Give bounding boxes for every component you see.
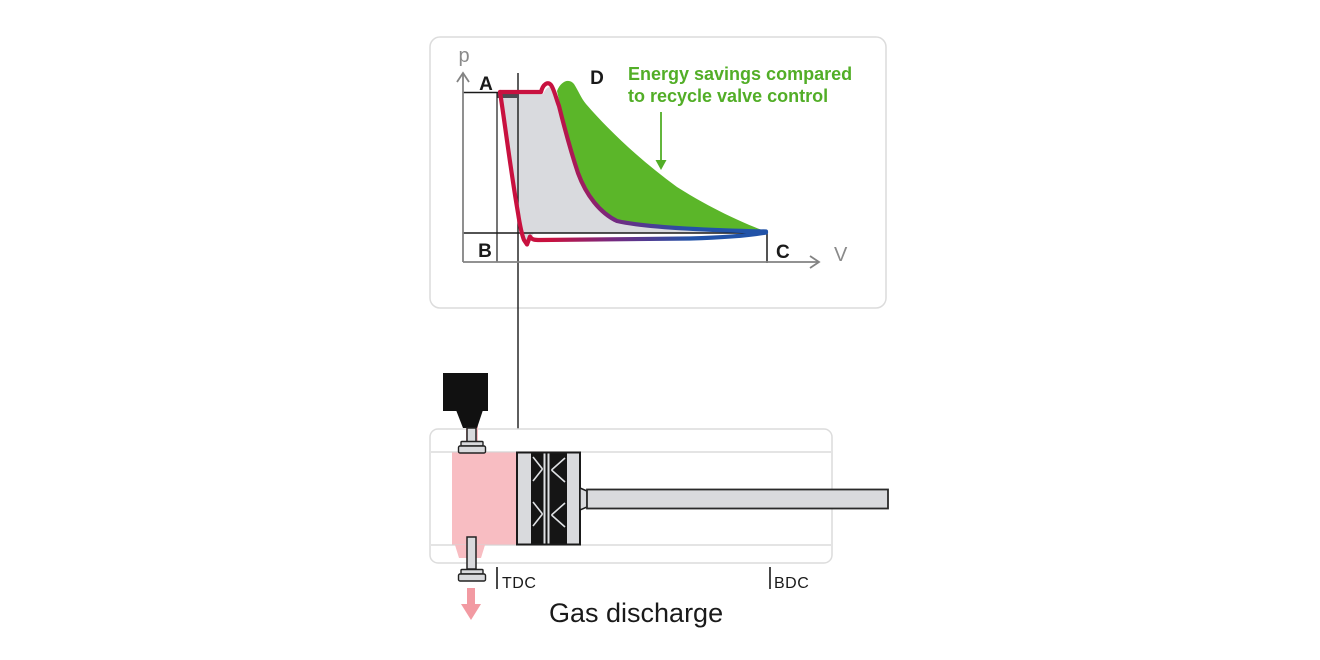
energy-savings-annotation-line2: to recycle valve control — [628, 86, 828, 106]
point-label-c: C — [776, 242, 790, 263]
point-label-b: B — [478, 241, 492, 262]
piston — [516, 451, 889, 546]
suction-valve-actuator — [443, 373, 488, 454]
annotation-arrow-head-icon — [655, 160, 667, 170]
pv-diagram-panel: p V A B C D Energy savings compared to r… — [429, 36, 887, 452]
piston-rod-hub — [579, 486, 588, 512]
part-load-work-area — [502, 87, 763, 245]
discharge-valve — [457, 536, 487, 582]
y-axis-label: p — [458, 45, 469, 67]
suction-valve-plate — [457, 445, 487, 454]
point-label-d: D — [590, 68, 604, 89]
suction-valve-stem — [466, 427, 477, 443]
discharge-valve-plate — [457, 573, 487, 582]
y-axis-arrow-icon — [456, 71, 470, 83]
discharge-valve-stem — [466, 536, 477, 570]
energy-savings-area — [557, 80, 762, 231]
point-label-a: A — [479, 74, 493, 95]
actuator-solenoid-icon — [443, 373, 488, 411]
piston-hatching — [532, 456, 566, 528]
indicator-curve-bottom — [497, 89, 769, 247]
bdc-label: BDC — [774, 575, 809, 592]
gas-discharge-arrow-icon — [461, 588, 481, 620]
x-axis-label: V — [834, 244, 848, 266]
actuator-neck — [456, 410, 483, 428]
piston-ring-stripe — [547, 452, 550, 545]
energy-savings-annotation-line1: Energy savings compared — [628, 64, 852, 84]
piston-rod — [586, 488, 889, 510]
cylinder-diagram: TDC BDC Gas discharge — [429, 373, 889, 628]
gas-discharge-caption: Gas discharge — [549, 598, 723, 628]
indicator-curve-top — [497, 81, 769, 234]
piston-ring-stripe — [543, 452, 546, 545]
gas-volume — [452, 452, 517, 545]
x-axis-arrow-icon — [809, 255, 821, 269]
tdc-label: TDC — [502, 575, 536, 592]
